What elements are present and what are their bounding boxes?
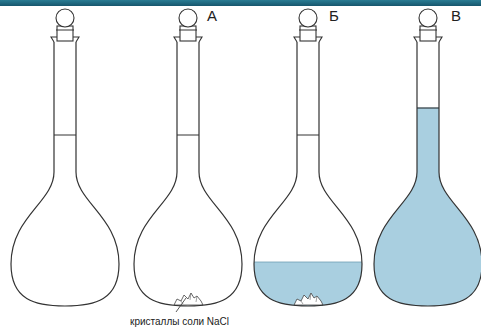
stopper-plug <box>57 26 73 41</box>
volume-mark <box>417 108 439 109</box>
flask-outline <box>254 42 362 306</box>
leader-line <box>176 298 186 312</box>
flask-letter: Б <box>329 8 339 23</box>
stopper-knob <box>299 9 317 27</box>
volume-mark <box>297 135 319 136</box>
stopper-ring <box>419 30 437 31</box>
flask-outline <box>11 42 119 306</box>
salt-crystals <box>294 293 323 305</box>
volumetric-flask <box>11 9 119 306</box>
solution <box>368 108 481 320</box>
stopper-knob <box>56 9 74 27</box>
caption-label: кристаллы соли NaCl <box>129 316 230 327</box>
volume-mark <box>177 135 199 136</box>
stopper-ring <box>56 30 74 31</box>
volumetric-flask <box>368 9 481 320</box>
volumetric-flask <box>134 9 242 306</box>
flask-letter: А <box>207 8 217 23</box>
flask-outline <box>134 42 242 306</box>
stopper-knob <box>179 9 197 27</box>
stopper-knob <box>419 9 437 27</box>
flask-letter: В <box>451 8 461 23</box>
stopper-plug <box>300 26 316 41</box>
stopper-plug <box>420 26 436 41</box>
crystal-edges <box>301 293 317 304</box>
stopper-plug <box>180 26 196 41</box>
stopper-ring <box>179 30 197 31</box>
solution <box>248 262 368 320</box>
flask-outline <box>374 42 481 306</box>
liquid-surface <box>373 108 481 109</box>
liquid-surface <box>253 262 363 263</box>
volume-mark <box>54 135 76 136</box>
stopper-ring <box>299 30 317 31</box>
crystal-edges <box>181 293 197 304</box>
volumetric-flask <box>248 9 368 320</box>
top-bar <box>0 0 481 6</box>
salt-crystals <box>174 293 203 305</box>
